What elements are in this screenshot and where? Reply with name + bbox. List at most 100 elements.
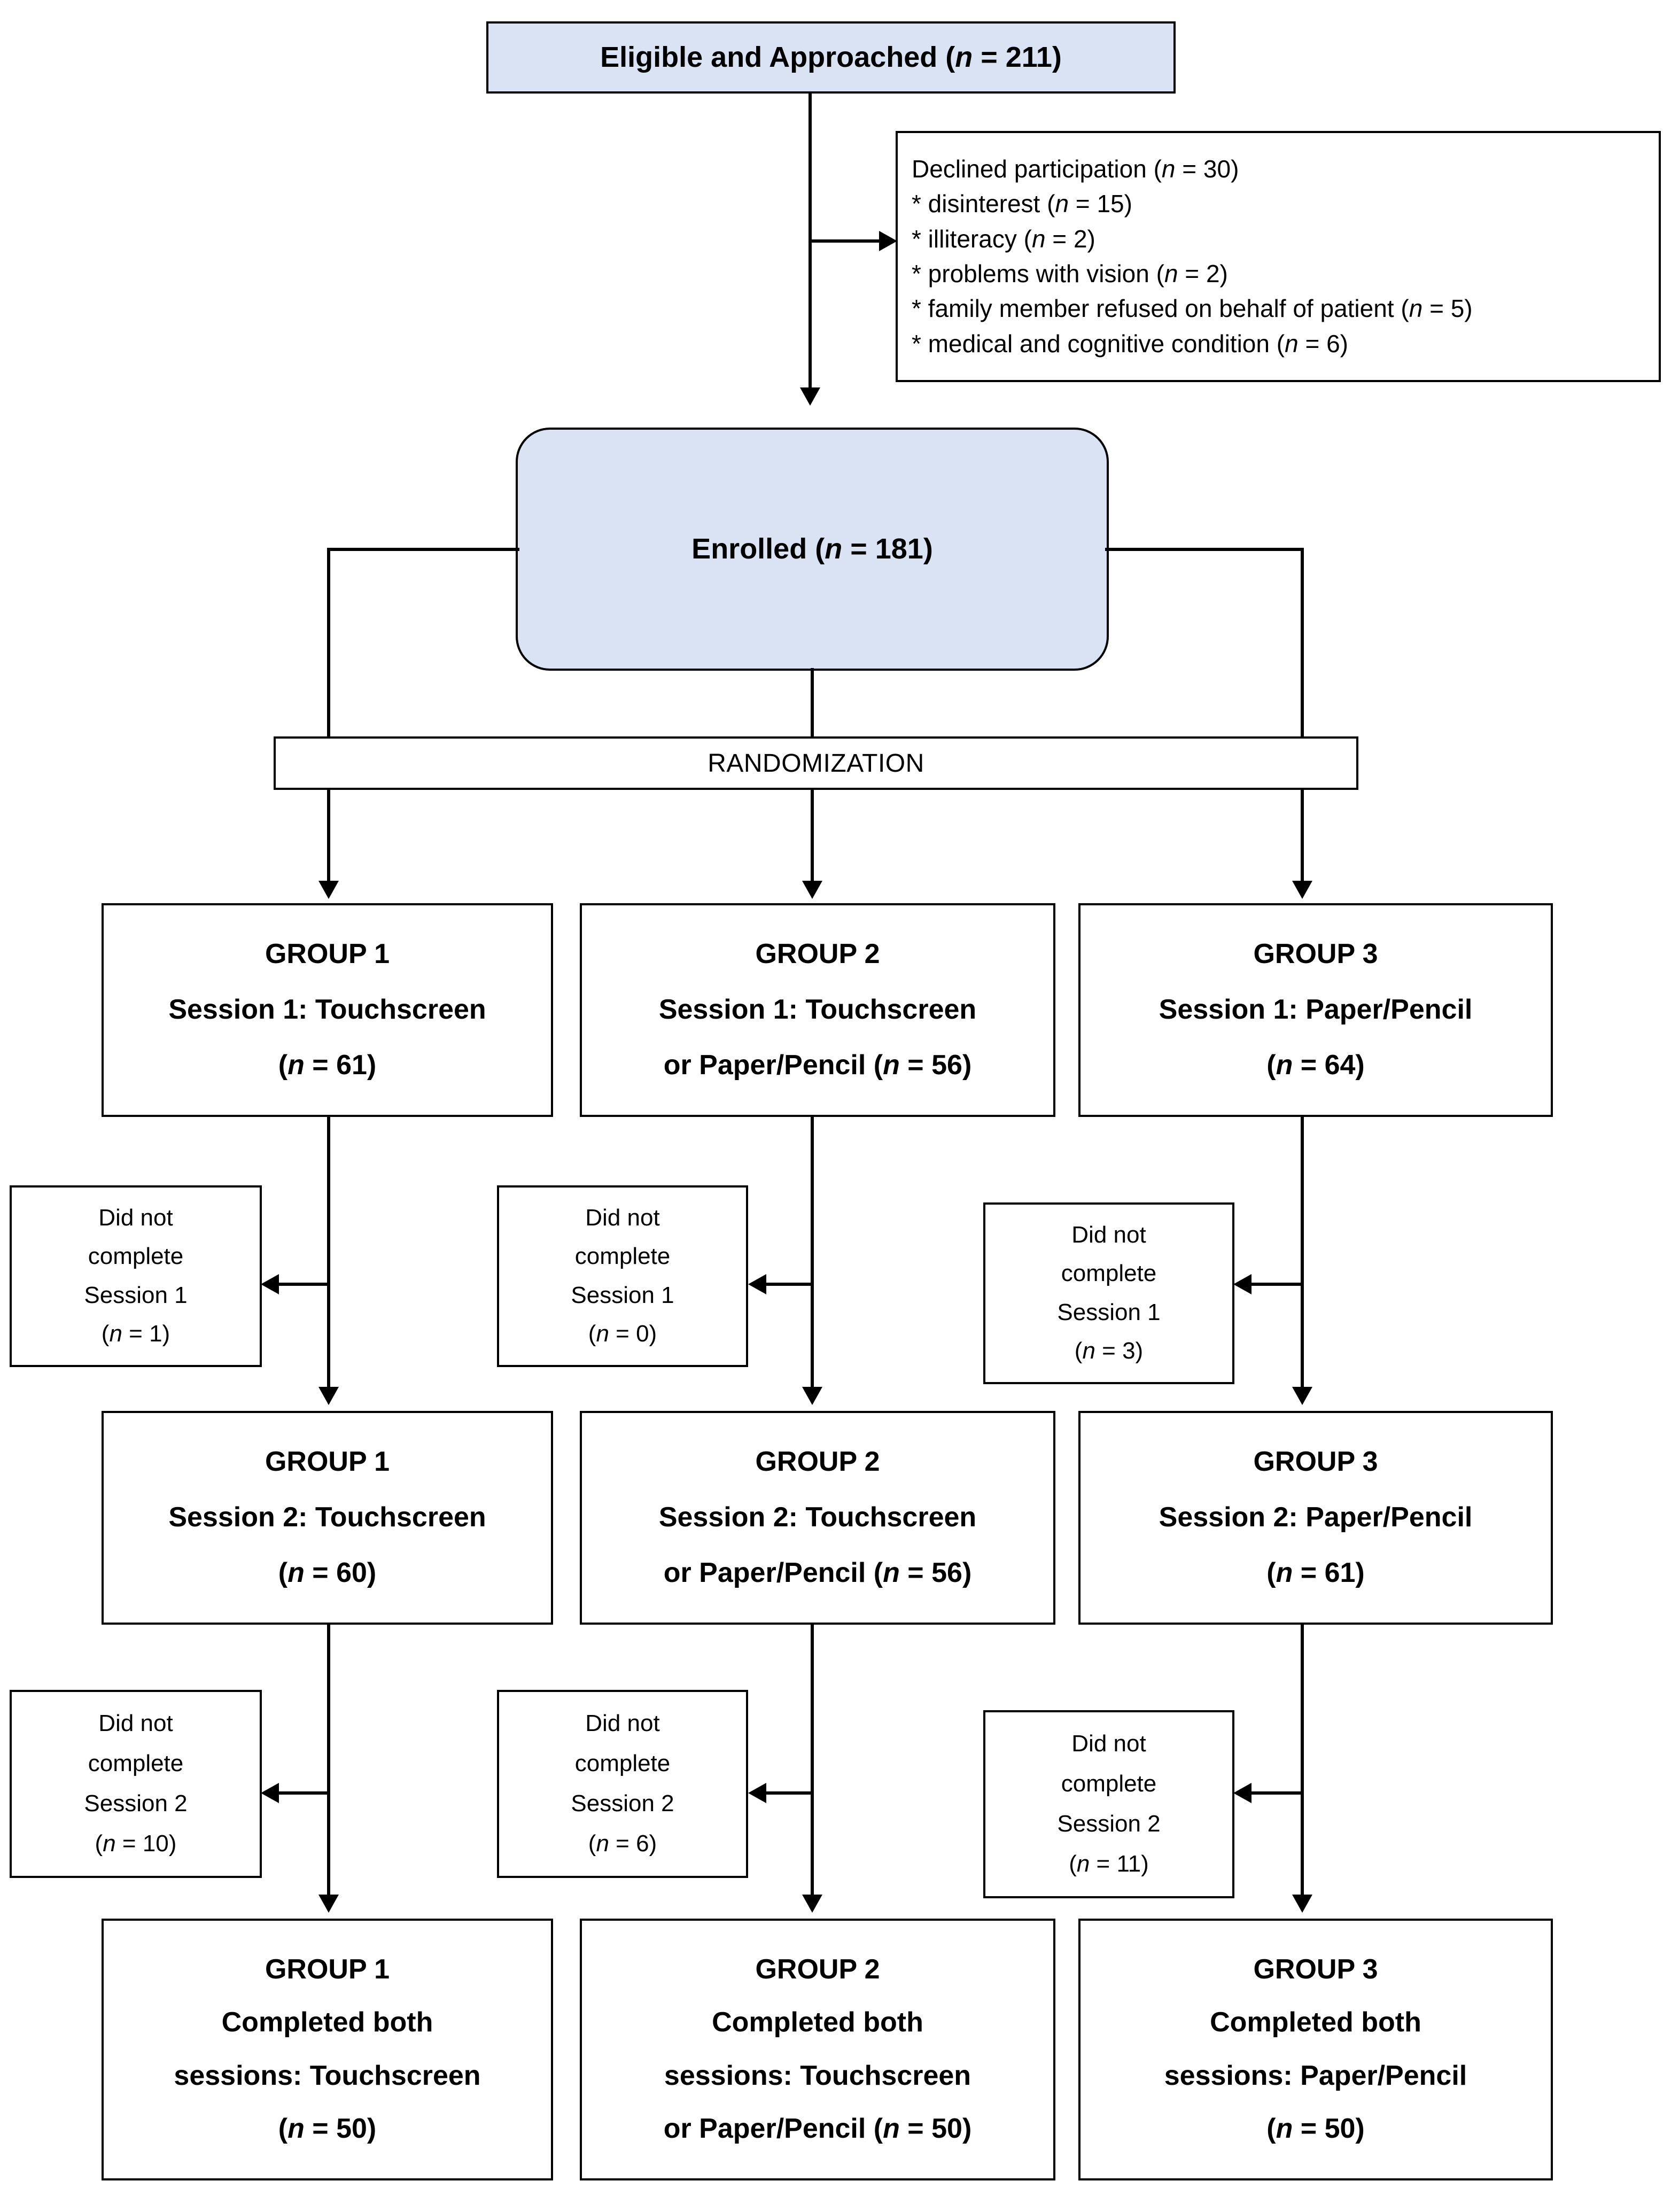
dropout-line-3: Session 1 [84,1282,188,1308]
connector-enrolled-left-drop [327,548,330,738]
arrowhead-group3-s2-to-dropout [1233,1783,1252,1803]
group-name: GROUP 3 [1253,938,1378,970]
group-count-line: (n = 61) [278,1050,377,1081]
group-session-line: Session 2: Touchscreen [658,1502,977,1533]
dropout-line-3: Session 1 [1057,1299,1161,1325]
connector-rand-to-group1 [327,790,330,883]
connector-group3-s1-to-dropout [1250,1283,1304,1286]
dropout-line-1: Did not [98,1204,173,1231]
dropout-line-1: Did not [585,1710,660,1737]
completed-count: or Paper/Pencil (n = 50) [663,2113,972,2145]
node-eligible-approached: Eligible and Approached (n = 211) [486,21,1176,94]
group-name: GROUP 2 [755,1953,880,1985]
dropout-count: (n = 6) [588,1830,657,1857]
randomization-label: RANDOMIZATION [708,749,924,778]
group-session-line: Session 2: Touchscreen [168,1502,486,1533]
group-count-line: (n = 61) [1266,1557,1365,1589]
arrowhead-rand-to-group1 [318,881,339,899]
connector-eligible-to-declined [810,239,882,243]
arrowhead-rand-to-group3 [1292,881,1312,899]
dropout-line-2: complete [1061,1260,1157,1287]
arrowhead-eligible-to-declined [879,231,897,251]
group-name: GROUP 1 [265,938,390,970]
connector-rand-to-group3 [1301,790,1304,883]
dropout-line-3: Session 2 [1057,1811,1161,1837]
group-name: GROUP 1 [265,1446,390,1478]
dropout-line-2: complete [1061,1771,1157,1797]
group-count-line: or Paper/Pencil (n = 56) [663,1557,972,1589]
dropout-count: (n = 10) [95,1830,177,1857]
connector-group3-s2-down [1301,1625,1304,1897]
dropout-count: (n = 11) [1069,1851,1149,1877]
arrowhead-group1-s1-to-s2 [318,1387,339,1405]
group-name: GROUP 1 [265,1953,390,1985]
arrowhead-group1-s2-to-dropout [261,1783,279,1803]
group-count-line: or Paper/Pencil (n = 56) [663,1050,972,1081]
dropout-line-2: complete [88,1243,184,1270]
node-session1-group2: GROUP 2 Session 1: Touchscreen or Paper/… [580,903,1055,1117]
group-session-line: Session 1: Paper/Pencil [1159,994,1473,1026]
node-session1-group1: GROUP 1 Session 1: Touchscreen (n = 61) [102,903,553,1117]
dropout-line-2: complete [574,1243,671,1270]
declined-heading: Declined participation (n = 30) [912,155,1239,183]
arrowhead-eligible-to-enrolled [800,387,820,406]
node-enrolled: Enrolled (n = 181) [516,428,1109,671]
arrowhead-group1-s2-to-completed [318,1895,339,1913]
node-dropout-session1-group3: Did not complete Session 1 (n = 3) [983,1202,1234,1384]
group-name: GROUP 3 [1253,1953,1378,1985]
group-name: GROUP 2 [755,1446,880,1478]
dropout-line-2: complete [88,1750,184,1777]
declined-reason: * problems with vision (n = 2) [912,260,1228,288]
node-dropout-session1-group2: Did not complete Session 1 (n = 0) [497,1185,748,1367]
group-session-line: Session 2: Paper/Pencil [1159,1502,1473,1533]
completed-count: (n = 50) [278,2113,377,2145]
node-completed-group2: GROUP 2 Completed both sessions: Touchsc… [580,1919,1055,2180]
node-dropout-session2-group1: Did not complete Session 2 (n = 10) [10,1690,262,1878]
group-name: GROUP 2 [755,938,880,970]
node-session2-group1: GROUP 1 Session 2: Touchscreen (n = 60) [102,1411,553,1625]
arrowhead-group2-s2-to-completed [802,1895,822,1913]
node-declined-participation: Declined participation (n = 30) * disint… [896,131,1661,382]
group-count-line: (n = 60) [278,1557,377,1589]
dropout-line-1: Did not [1071,1730,1146,1757]
declined-reason: * illiteracy (n = 2) [912,224,1095,253]
dropout-line-3: Session 2 [84,1790,188,1817]
group-session-line: Session 1: Touchscreen [168,994,486,1026]
node-randomization: RANDOMIZATION [274,736,1358,790]
arrowhead-group2-s2-to-dropout [748,1783,766,1803]
dropout-line-3: Session 2 [571,1790,674,1817]
group-session-line: Session 1: Touchscreen [658,994,977,1026]
group-count-line: (n = 64) [1266,1050,1365,1081]
arrowhead-group3-s2-to-completed [1292,1895,1312,1913]
node-session2-group2: GROUP 2 Session 2: Touchscreen or Paper/… [580,1411,1055,1625]
completed-line-3: sessions: Paper/Pencil [1164,2060,1467,2091]
connector-group2-s1-down [811,1117,814,1390]
declined-reason: * family member refused on behalf of pat… [912,294,1473,323]
completed-count: (n = 50) [1266,2113,1365,2145]
connector-group2-s2-to-dropout [765,1791,814,1795]
node-completed-group1: GROUP 1 Completed both sessions: Touchsc… [102,1919,553,2180]
dropout-line-1: Did not [1071,1221,1146,1248]
connector-group3-s1-down [1301,1117,1304,1390]
node-dropout-session2-group2: Did not complete Session 2 (n = 6) [497,1690,748,1878]
arrowhead-group3-s1-to-dropout [1233,1274,1252,1294]
connector-enrolled-right-rail [1105,548,1304,551]
completed-line-3: sessions: Touchscreen [174,2060,481,2091]
connector-group1-s2-to-dropout [278,1791,330,1795]
connector-rand-to-group2 [811,790,814,883]
enrolled-label: Enrolled (n = 181) [691,533,933,565]
node-dropout-session2-group3: Did not complete Session 2 (n = 11) [983,1710,1234,1898]
arrowhead-rand-to-group2 [802,881,822,899]
node-dropout-session1-group1: Did not complete Session 1 (n = 1) [10,1185,262,1367]
dropout-line-1: Did not [585,1204,660,1231]
connector-group3-s2-to-dropout [1250,1791,1304,1795]
arrowhead-group3-s1-to-s2 [1292,1387,1312,1405]
connector-enrolled-center-drop [811,668,814,738]
dropout-line-3: Session 1 [571,1282,674,1308]
dropout-count: (n = 1) [101,1321,170,1347]
connector-enrolled-left-rail [327,548,519,551]
connector-group1-s1-down [327,1117,330,1390]
dropout-count: (n = 0) [588,1321,657,1347]
completed-line-2: Completed both [712,2007,923,2038]
connector-group2-s2-down [811,1625,814,1897]
